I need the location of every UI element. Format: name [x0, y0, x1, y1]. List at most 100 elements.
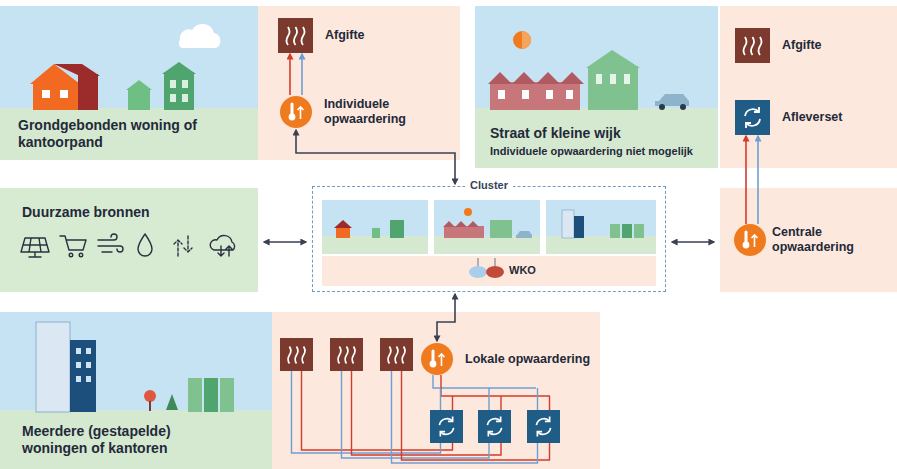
node-label: Meerdere (gestapelde) woningen of kantor…: [22, 423, 212, 457]
source-icons: [21, 234, 235, 257]
apartment-scene: [86, 376, 91, 382]
distribution-wire: [342, 371, 490, 458]
distribution-wire: [488, 388, 489, 410]
source-icons: [210, 236, 234, 256]
street-scene: [586, 50, 640, 68]
street-scene: [475, 6, 718, 168]
node-label: Centrale opwaardering: [772, 225, 882, 255]
street-scene: [488, 72, 584, 84]
distribution-wire: [500, 396, 501, 410]
house-scene: [170, 80, 176, 88]
house-scene: [60, 90, 68, 98]
apartment-scene: [76, 348, 81, 354]
icons: [380, 338, 413, 371]
source-icons: [98, 234, 123, 252]
apartment-scene: [36, 322, 70, 412]
icons: [735, 28, 770, 63]
house-scene: [54, 64, 100, 76]
node-label: Lokale opwaardering: [465, 352, 590, 367]
apartment-scene: [204, 378, 218, 412]
street-scene: [475, 108, 718, 168]
house-scene: [78, 74, 98, 110]
node-label: WKO: [509, 264, 536, 277]
cluster-scenes: [478, 258, 495, 266]
icons: [278, 18, 770, 443]
cluster-scenes: [322, 236, 428, 254]
distribution-wire: [392, 371, 538, 463]
house-scene: [0, 6, 258, 160]
house-scene: [182, 94, 188, 102]
return-wire: [757, 188, 759, 224]
scene-panel: Straat of kleine wijkIndividuele opwaard…: [475, 6, 897, 168]
flow-connector: [296, 130, 455, 184]
street-scene: [680, 104, 686, 110]
cluster-scenes: [434, 200, 540, 254]
panel: [258, 6, 460, 160]
cluster-scenes: [610, 224, 620, 238]
heat-upgrade-icon: [734, 224, 766, 256]
cluster-scenes: [490, 220, 512, 238]
house-scene: [164, 72, 194, 110]
panel: [720, 188, 897, 292]
source-icons: [174, 236, 192, 256]
flow-line: [289, 54, 291, 95]
cluster-scenes: [634, 224, 644, 238]
cluster-scenes: [372, 228, 380, 238]
apartment-scene: [86, 362, 91, 368]
node-label: Straat of kleine wijk: [490, 125, 621, 142]
source-icons: [60, 236, 86, 250]
cluster-scenes: [546, 200, 656, 254]
icon-label: Afgifte: [278, 18, 365, 53]
source-icons: [79, 253, 83, 257]
flow-line: [672, 241, 714, 243]
icon-label: Afleverset: [735, 100, 842, 135]
node-label: Cluster: [465, 179, 513, 192]
cluster-scenes: [334, 220, 352, 228]
house-scene: [179, 24, 221, 48]
flow-line: [296, 130, 455, 184]
node-label: Afgifte: [782, 38, 822, 53]
flow-connector: [746, 136, 758, 188]
icons: [735, 100, 770, 135]
cluster-scenes: [469, 266, 487, 278]
flow-connector: [290, 54, 302, 95]
flow-line: [437, 294, 455, 341]
apartment-scene: [76, 362, 81, 368]
apartment-scene: [0, 312, 272, 469]
cluster-scenes: [390, 220, 404, 238]
street-scene: [624, 74, 630, 84]
storage-label: WKO: [509, 264, 536, 277]
node-label: Afgifte: [325, 28, 365, 43]
street-scene: [596, 74, 602, 84]
street-scene: [475, 6, 718, 168]
apartment-scene: [149, 401, 151, 411]
scene-panel: Grondgebonden woning of kantoorpand Afgif…: [0, 6, 460, 160]
street-scene: [490, 82, 580, 110]
source-icons: [21, 238, 49, 257]
cluster-scenes: [546, 236, 656, 254]
street-scene: [566, 90, 573, 99]
cluster-scenes: [443, 221, 479, 227]
node-label: Grondgebonden woning of kantoorpand: [18, 117, 208, 151]
icon-label: Lokale opwaardering: [421, 343, 590, 375]
street-scene: [522, 31, 531, 49]
cluster-scenes: [486, 266, 504, 278]
source-icons: [69, 253, 73, 257]
house-scene: [33, 82, 78, 110]
cluster-scenes: [322, 200, 428, 254]
apartment-scene: [220, 378, 234, 412]
icons: [330, 338, 363, 371]
apartment-scene: [166, 394, 178, 410]
house-scene: [0, 6, 258, 160]
apartment-scene: [0, 312, 272, 469]
apartment-scene: [86, 348, 91, 354]
distribution-wire: [537, 388, 538, 410]
street-scene: [659, 104, 665, 110]
house-scene: [126, 80, 152, 90]
node-label: Duurzame bronnen: [22, 204, 150, 221]
flow-line: [745, 136, 747, 188]
cluster-box: ClusterWKO: [312, 186, 666, 292]
flow-line: [301, 54, 303, 95]
